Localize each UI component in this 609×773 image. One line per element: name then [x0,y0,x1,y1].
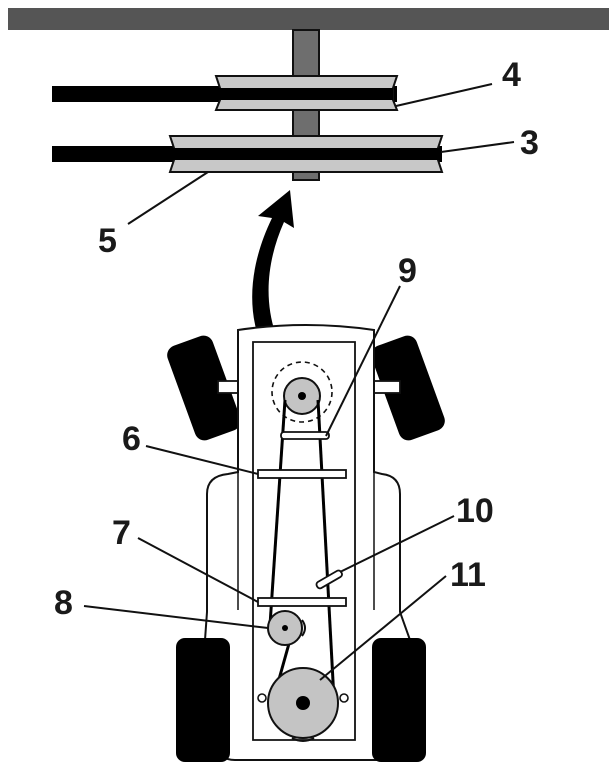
upper-pulley [214,75,399,111]
front-axle-right [373,380,401,394]
front-left-wheel [167,335,241,441]
leader-10 [339,515,455,573]
rear-left-wheel [176,638,230,762]
belt-guide-6 [257,469,347,479]
callout-3: 3 [520,124,539,162]
leader-3 [440,141,515,153]
leader-9 [325,285,401,437]
engine-pulley-hub [296,696,310,710]
belt-guide-7 [257,597,347,607]
spindle-pulley-outline [271,361,333,423]
engine-pulley-keeper [291,737,315,742]
mount-hole-right [339,693,349,703]
leader-11 [319,575,447,681]
callout-5: 5 [98,222,117,260]
deck-panel [252,341,356,741]
top-bar [8,8,609,30]
leader-4 [395,83,493,107]
callout-7: 7 [112,514,131,552]
idler-keeper [301,619,306,637]
mount-hole-left [257,693,267,703]
leader-6 [145,445,259,475]
rear-right-wheel [372,638,426,762]
leader-8 [83,605,269,629]
belt-guide-9 [280,431,330,440]
callout-9: 9 [398,252,417,290]
callout-11: 11 [450,556,486,594]
lower-pulley [168,135,444,173]
callout-6: 6 [122,420,141,458]
callout-10: 10 [456,492,494,530]
leader-5 [127,171,209,225]
spindle-pulley-hub [298,392,306,400]
belt-right-strand [316,399,336,701]
callout-8: 8 [54,584,73,622]
leader-7 [137,537,259,603]
callout-4: 4 [502,56,521,94]
idler-pulley-hub [282,625,288,631]
front-right-wheel [371,335,445,441]
